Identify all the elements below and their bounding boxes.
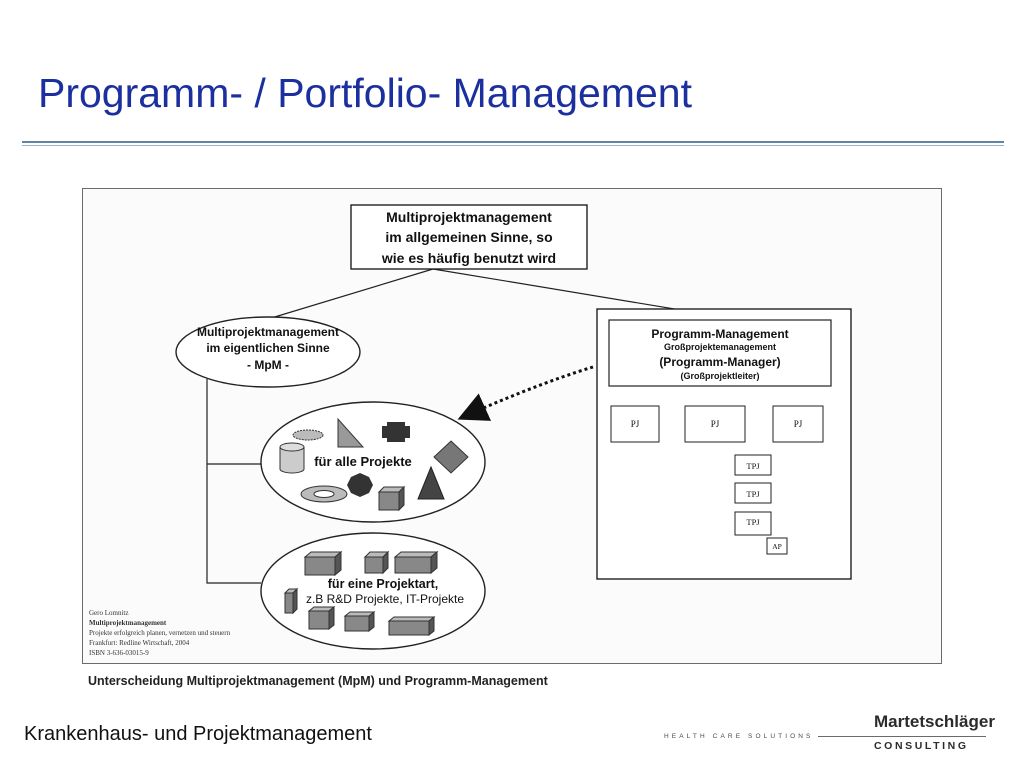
pj-label-3: PJ [794, 419, 803, 429]
polygon-shape-icon [347, 473, 373, 497]
pj-box-3 [772, 405, 824, 443]
tpj-label-3: TPJ [746, 517, 760, 527]
general-mpm-line-3: wie es häufig benutzt wird [381, 250, 556, 266]
tpj-box-2 [734, 482, 772, 504]
reference-book-title: Multiprojektmanagement [89, 619, 167, 627]
block-1-front-icon [304, 556, 336, 576]
pj-label-1: PJ [631, 419, 640, 429]
block-1-side-icon [334, 550, 342, 577]
cylinder-body-icon [279, 447, 305, 474]
block-6-front-icon [344, 615, 370, 632]
pj-box-1 [610, 405, 660, 443]
disc-shape-icon [292, 429, 324, 441]
title-underline-thin [22, 145, 1004, 146]
project-type-line-2: z.B R&D Projekte, IT-Projekte [306, 592, 464, 606]
pyramid-shape-icon [417, 465, 445, 500]
block-7-front-icon [388, 620, 430, 636]
tpj-label-2: TPJ [746, 489, 760, 499]
block-2-side-icon [382, 550, 389, 575]
reference-publisher: Frankfurt: Redline Wirtschaft, 2004 [89, 639, 190, 647]
slide-title: Programm- / Portfolio- Management [38, 70, 692, 116]
block-2-front-icon [364, 556, 384, 574]
cylinder-top-icon [279, 442, 305, 452]
program-box-line-3: (Programm-Manager) [659, 355, 780, 369]
book-reference: Gero Lomnitz Multiprojektmanagement Proj… [89, 609, 231, 657]
block-7-top-icon [387, 616, 436, 622]
general-mpm-line-2: im allgemeinen Sinne, so [385, 229, 552, 245]
ap-box [766, 537, 788, 555]
block-4-side-icon [292, 587, 298, 615]
logo-subtitle: CONSULTING [874, 740, 969, 752]
footer-title: Krankenhaus- und Projektmanagement [24, 723, 372, 745]
block-3-side-icon [430, 550, 438, 575]
octagon-shape-icon [382, 422, 410, 442]
project-shapes [279, 417, 469, 512]
project-type-blocks [283, 550, 439, 637]
program-box-line-2: Großprojektemanagement [664, 342, 776, 352]
block-4-front-icon [284, 592, 294, 614]
cube-side-icon [398, 485, 405, 512]
program-box-line-1: Programm-Management [651, 327, 788, 341]
all-projects-label: für alle Projekte [314, 454, 412, 469]
general-mpm-box [350, 204, 588, 270]
program-management-box [608, 319, 832, 387]
block-5-side-icon [328, 605, 335, 631]
cube-front-icon [378, 491, 400, 511]
general-mpm-line-1: Multiprojektmanagement [386, 209, 552, 225]
block-5-front-icon [308, 610, 330, 630]
mpm-ellipse-line-3: - MpM - [247, 358, 289, 372]
mpm-diagram-figure: Multiprojektmanagement im allgemeinen Si… [82, 188, 942, 664]
ring-hole-icon [313, 490, 335, 498]
pj-label-2: PJ [711, 419, 720, 429]
reference-author: Gero Lomnitz [89, 609, 128, 617]
logo-name: Martetschläger [874, 712, 995, 731]
block-3-front-icon [394, 556, 432, 574]
block-3-top-icon [393, 551, 439, 558]
mpm-ellipse [175, 316, 361, 388]
company-logo: Martetschläger CONSULTING [818, 712, 995, 758]
reference-subtitle: Projekte erfolgreich planen, vernetzen u… [89, 629, 231, 637]
tpj-label-1: TPJ [746, 461, 760, 471]
title-underline [22, 141, 1004, 143]
logo-tagline: HEALTH CARE SOLUTIONS [664, 733, 814, 740]
figure-caption: Unterscheidung Multiprojektmanagement (M… [88, 674, 548, 688]
dashed-arrow [457, 365, 594, 421]
tpj-box-1 [734, 454, 772, 476]
diamond-shape-icon [433, 440, 469, 474]
mpm-ellipse-line-2: im eigentlichen Sinne [206, 341, 330, 355]
block-6-side-icon [368, 610, 375, 633]
tpj-box-3 [734, 511, 772, 536]
pj-box-2 [684, 405, 746, 443]
mpm-diagram: Multiprojektmanagement im allgemeinen Si… [89, 204, 852, 657]
mpm-ellipse-line-1: Multiprojektmanagement [197, 325, 339, 339]
reference-isbn: ISBN 3-636-03015-9 [89, 649, 149, 657]
block-7-side-icon [428, 615, 435, 637]
program-box-line-4: (Großprojektleiter) [680, 371, 759, 381]
triangle-shape-icon [337, 417, 365, 448]
project-type-line-1: für eine Projektart, [328, 577, 438, 591]
ap-label: AP [772, 542, 782, 551]
logo-divider [818, 736, 986, 737]
